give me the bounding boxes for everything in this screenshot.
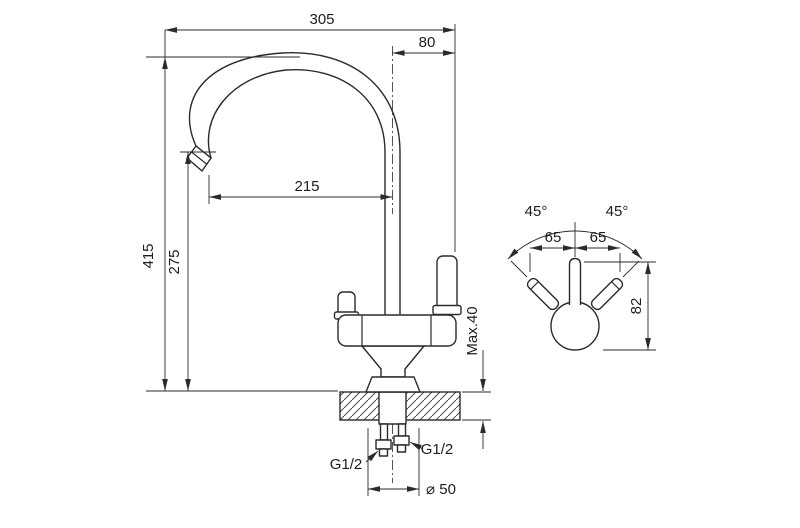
left-supply-fitting xyxy=(375,439,392,450)
right-supply-fitting xyxy=(393,435,410,446)
faucet-body xyxy=(186,52,462,393)
left-supply-hose xyxy=(379,423,389,441)
label-415: 415 xyxy=(140,243,157,268)
mounting-shank xyxy=(378,391,407,425)
front-left-handle xyxy=(526,277,560,311)
valve-body xyxy=(337,314,457,347)
label-275: 275 xyxy=(166,249,183,274)
front-left-handle-cap xyxy=(530,281,540,291)
leader-g12-right xyxy=(409,441,424,451)
right-handle-collar xyxy=(432,304,462,316)
label-65-right: 65 xyxy=(590,229,607,246)
label-215: 215 xyxy=(294,178,319,195)
front-dimension-labels: 45° 45° 65 65 82 xyxy=(525,203,645,314)
side-view: 305 80 215 415 275 Max.40 G1/2 G1/2 ⌀ 50 xyxy=(140,11,491,498)
front-faucet xyxy=(526,257,624,351)
front-spout-tube xyxy=(568,257,582,305)
side-dimension-labels: 305 80 215 415 275 Max.40 G1/2 G1/2 ⌀ 50 xyxy=(140,11,481,498)
front-right-handle-grip xyxy=(590,277,624,311)
front-view: 45° 45° 65 65 82 xyxy=(507,203,656,351)
front-right-handle-cap xyxy=(610,281,620,291)
counter-hatch-left xyxy=(340,392,379,420)
front-dimension-lines xyxy=(507,222,656,351)
counter-hatch-right xyxy=(406,392,460,420)
right-handle xyxy=(436,255,458,314)
left-supply-tip xyxy=(378,448,389,457)
side-dimension-lines xyxy=(146,24,491,496)
front-body-ball xyxy=(550,301,600,351)
label-d50: ⌀ 50 xyxy=(426,481,456,498)
label-45-left: 45° xyxy=(525,203,548,220)
front-left-handle-grip xyxy=(526,277,560,311)
right-supply-hose xyxy=(397,423,407,437)
ext-left-handle-axis xyxy=(510,260,528,278)
ext-right-handle-axis xyxy=(622,260,640,278)
front-right-handle xyxy=(590,277,624,311)
arc-45-left xyxy=(507,230,576,260)
body-funnel xyxy=(361,345,425,378)
arc-45-right xyxy=(574,230,643,260)
countertop xyxy=(339,391,461,421)
right-supply-tip xyxy=(396,444,407,453)
label-g12-left: G1/2 xyxy=(330,456,363,473)
leader-g12-left xyxy=(365,450,379,463)
label-45-right: 45° xyxy=(606,203,629,220)
label-max40: Max.40 xyxy=(464,306,481,355)
label-g12-right: G1/2 xyxy=(421,441,454,458)
base-escutcheon xyxy=(365,376,421,393)
label-305: 305 xyxy=(309,11,334,28)
label-80: 80 xyxy=(419,34,436,51)
spout-tip-seam xyxy=(190,151,208,165)
label-65-left: 65 xyxy=(545,229,562,246)
label-82: 82 xyxy=(628,298,645,315)
